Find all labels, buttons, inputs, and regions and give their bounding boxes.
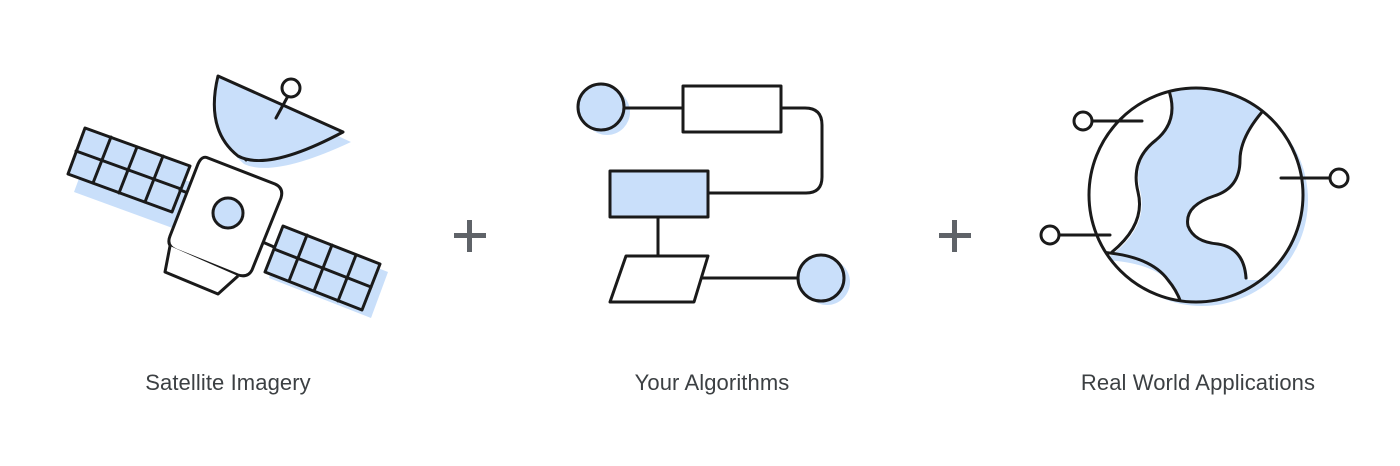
left-solar-panel [66, 126, 192, 214]
plus-operator-2 [939, 220, 971, 252]
globe-pins [1039, 110, 1350, 246]
flow-data-box [608, 169, 710, 219]
flow-start-node [576, 82, 626, 132]
label-real-world-applications: Real World Applications [1080, 370, 1316, 395]
satellite-icon [66, 74, 388, 318]
flow-io-shape [608, 254, 710, 304]
globe-icon [1039, 86, 1350, 306]
label-your-algorithms: Your Algorithms [634, 370, 790, 395]
flow-process-box [681, 84, 783, 134]
right-solar-panel [263, 224, 382, 312]
plus-operator-1 [454, 220, 486, 252]
flow-end-node [796, 253, 846, 303]
flowchart-icon [576, 82, 850, 305]
satellite-dish [212, 74, 345, 163]
label-satellite-imagery: Satellite Imagery [145, 370, 311, 395]
satellite-body [163, 155, 284, 296]
